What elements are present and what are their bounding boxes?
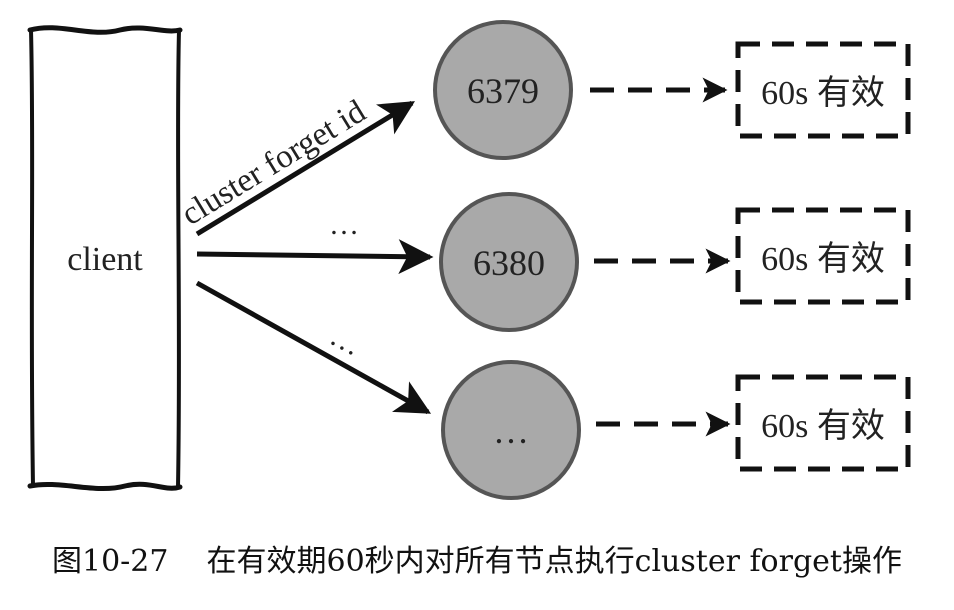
forget-diagram: client cluster forget id … … 6379 6380 ……	[27, 20, 911, 500]
figure-number: 图10-27	[52, 544, 169, 579]
status-box-6379: 60s 有效	[735, 41, 911, 139]
node-6379: 6379	[433, 20, 573, 160]
status-text-6380: 60s 有效	[761, 240, 885, 278]
node-other-label: …	[493, 411, 529, 451]
client-box-left	[29, 28, 35, 488]
client-label: client	[67, 241, 143, 278]
figure-caption: 图10-27 在有效期60秒内对所有节点执行cluster forget操作	[0, 536, 954, 586]
status-text-other: 60s 有效	[761, 407, 885, 445]
arrow-to-node-other	[195, 280, 432, 415]
node-6380: 6380	[439, 192, 579, 332]
node-6379-label: 6379	[467, 71, 539, 111]
client-box-bottom	[27, 481, 183, 491]
client-box-top	[27, 25, 183, 35]
status-text-6379: 60s 有效	[761, 74, 885, 112]
client-box: client	[27, 25, 183, 491]
arrow-to-node-6379	[195, 100, 415, 237]
client-box-right	[176, 28, 181, 489]
node-other: …	[441, 360, 581, 500]
arrow-to-node-6380	[196, 239, 434, 275]
status-box-other: 60s 有效	[735, 374, 911, 472]
ellipsis-middle: …	[329, 208, 359, 241]
status-box-6380: 60s 有效	[735, 207, 911, 305]
node-6380-label: 6380	[473, 243, 545, 283]
figure-caption-text: 在有效期60秒内对所有节点执行cluster forget操作	[206, 544, 902, 579]
